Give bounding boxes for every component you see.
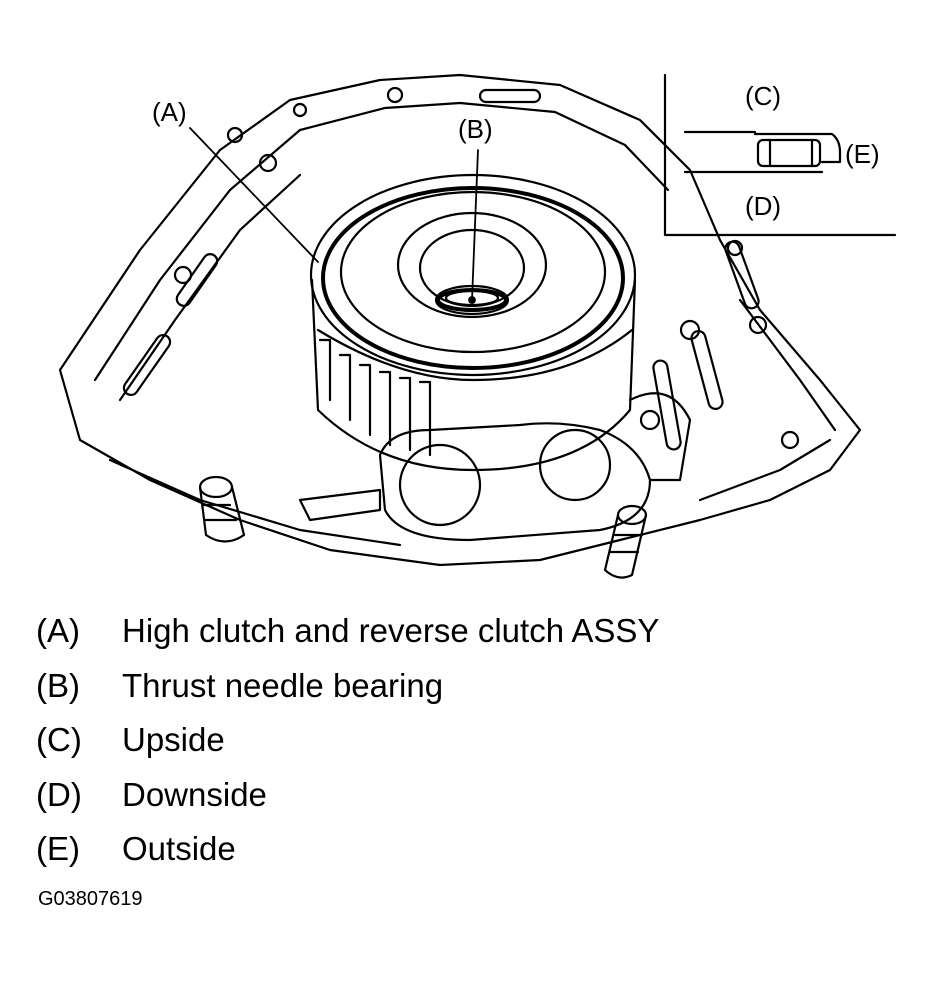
dowel-pins (198, 475, 648, 579)
callout-d: (D) (745, 191, 781, 221)
legend-row-d: (D) Downside (36, 768, 659, 823)
legend: (A) High clutch and reverse clutch ASSY … (36, 604, 659, 877)
legend-text: Downside (122, 775, 267, 813)
legend-text: Thrust needle bearing (122, 666, 444, 704)
legend-key: (D) (36, 775, 82, 813)
clutch-assembly (309, 173, 637, 472)
callout-b: (B) (458, 114, 493, 144)
leader-b-dot (468, 296, 476, 304)
transmission-case (58, 73, 862, 567)
legend-text: Outside (122, 830, 236, 868)
legend-row-b: (B) Thrust needle bearing (36, 659, 659, 714)
legend-text: Upside (122, 721, 225, 759)
callout-a: (A) (152, 97, 187, 127)
legend-row-a: (A) High clutch and reverse clutch ASSY (36, 604, 659, 659)
legend-key: (A) (36, 612, 80, 650)
legend-key: (E) (36, 830, 80, 868)
legend-row-c: (C) Upside (36, 713, 659, 768)
valve-plate (298, 392, 692, 542)
callout-c: (C) (745, 81, 781, 111)
exploded-view-illustration: (A) (B) (C) (D) (E) (58, 73, 897, 579)
callout-e: (E) (845, 139, 880, 169)
legend-key: (C) (36, 721, 82, 759)
inset-detail (663, 73, 897, 237)
legend-row-e: (E) Outside (36, 822, 659, 877)
figure-code: G03807619 (38, 888, 143, 910)
leader-a (189, 127, 319, 263)
leader-lines (189, 127, 479, 304)
legend-key: (B) (36, 666, 80, 704)
legend-text: High clutch and reverse clutch ASSY (122, 612, 660, 650)
leader-b (471, 149, 479, 301)
